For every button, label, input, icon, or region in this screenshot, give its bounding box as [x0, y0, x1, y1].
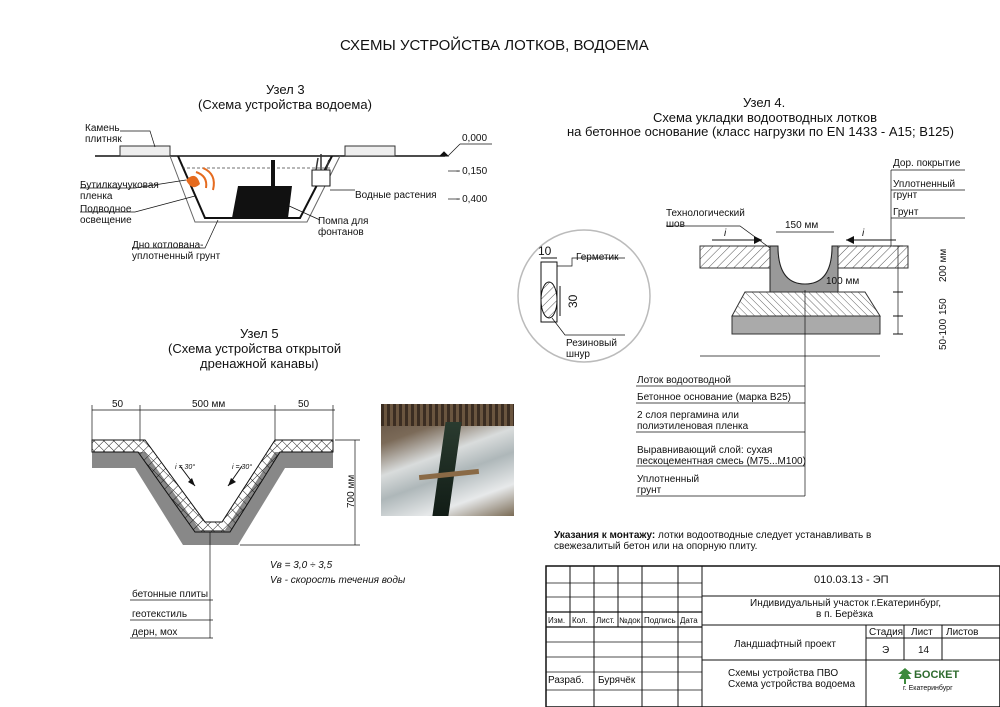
dim-150: 150 [938, 298, 949, 315]
label-tile: плитняк [85, 134, 122, 145]
label-compact1: Уплотненный [893, 179, 956, 190]
stage-header: Стадия [869, 627, 904, 638]
sheets-header: Листов [946, 627, 979, 638]
pond-diagram [80, 130, 492, 249]
legend-layers1: 2 слоя пергамина или [637, 410, 739, 421]
angle-right: i = 30° [232, 464, 253, 471]
slope-right: i [862, 228, 865, 239]
label-seam1: Технологический [666, 208, 745, 219]
install-notes-label: Указания к монтажу: [554, 530, 656, 541]
legend-level2: пескоцементная смесь (М75...М100) [637, 456, 806, 467]
dim-center: 500 мм [192, 399, 226, 410]
col-change: Изм. [548, 616, 566, 625]
col-doc: №док [619, 616, 641, 625]
legend-channel: Лоток водоотводной [637, 375, 731, 386]
detail-sealant: Герметик [576, 252, 619, 263]
col-date: Дата [680, 616, 698, 625]
legend-plates: бетонные плиты [132, 589, 209, 600]
detail-30: 30 [566, 294, 580, 308]
formula-velocity: Vв = 3,0 ÷ 3,5 [270, 560, 333, 571]
sheet-header: Лист [911, 627, 933, 638]
node4-subtitle1: Схема укладки водоотводных лотков [653, 110, 877, 125]
dim-100mm: 100 мм [826, 276, 860, 287]
label-soil: Грунт [893, 207, 919, 218]
stage-value: Э [882, 645, 890, 656]
channel-diagram [517, 169, 965, 497]
label-film1: Бутилкаучуковая [80, 180, 159, 191]
page-title: СХЕМЫ УСТРОЙСТВА ЛОТКОВ, ВОДОЕМА [340, 37, 649, 54]
legend-geotextile: геотекстиль [132, 609, 188, 620]
logo-city: г. Екатеринбург [903, 685, 953, 692]
doc-code: 010.03.13 - ЭП [814, 574, 889, 586]
drawing-name2: Схема устройства водоема [728, 679, 856, 690]
site-line1: Индивидуальный участок г.Екатеринбург, [750, 598, 942, 609]
label-plants: Водные растения [355, 190, 437, 201]
node3-title: Узел 3 [266, 82, 305, 97]
node4-subtitle2: на бетонное основание (класс нагрузки по… [567, 124, 954, 139]
detail-cord1: Резиновый [566, 338, 617, 349]
label-light2: освещение [80, 215, 132, 226]
node5-title: Узел 5 [240, 326, 279, 341]
detail-cord2: шнур [566, 349, 590, 360]
col-sign: Подпись [644, 616, 676, 625]
legend-soil1: Уплотненный [637, 474, 700, 485]
node4-title: Узел 4. [743, 95, 786, 110]
detail-10: 10 [538, 244, 552, 258]
dim-200mm: 200 мм [938, 248, 949, 282]
developer-label: Разраб. [548, 675, 585, 686]
label-light1: Подводное [80, 204, 132, 215]
node3-subtitle: (Схема устройства водоема) [198, 97, 372, 112]
angle-left: i = 30° [175, 464, 196, 471]
label-road: Дор. покрытие [893, 158, 961, 169]
slope-left: i [724, 228, 727, 239]
developer-name: Бурячёк [598, 675, 636, 686]
node5-subtitle1: (Схема устройства открытой [168, 341, 342, 356]
dim-50-100: 50-100 [938, 318, 949, 350]
legend-turf: дерн, мох [132, 627, 178, 638]
install-notes-text: лотки водоотводные следует устанавливать… [655, 530, 872, 541]
label-seam2: шов [666, 219, 685, 230]
formula-note: Vв - скорость течения воды [270, 575, 406, 586]
label-pump1: Помпа для [318, 216, 369, 227]
sheet-value: 14 [918, 645, 930, 656]
install-notes-2: свежезалитый бетон или на опорную плиту. [554, 541, 758, 552]
legend-level1: Выравнивающий слой: сухая [637, 445, 773, 456]
level-400: - 0,400 [456, 194, 488, 205]
label-bottom1: Дно котлована- [132, 240, 204, 251]
label-bottom2: уплотненный грунт [132, 251, 221, 262]
dim-depth: 700 мм [346, 474, 357, 508]
dim-left: 50 [112, 399, 124, 410]
logo-icon [898, 668, 912, 684]
logo-text: БОСКЕТ [914, 669, 960, 681]
label-pump2: фонтанов [318, 227, 364, 238]
col-sheet: Лист. [596, 616, 615, 625]
legend-soil2: грунт [637, 485, 662, 496]
level-150: - 0,150 [456, 166, 488, 177]
level-0: 0,000 [462, 133, 488, 144]
node5-subtitle2: дренажной канавы) [200, 356, 319, 371]
label-stone: Камень [85, 123, 120, 134]
legend-concrete: Бетонное основание (марка В25) [637, 392, 792, 403]
col-count: Кол. [572, 616, 588, 625]
dim-150mm: 150 мм [785, 220, 819, 231]
dim-right: 50 [298, 399, 310, 410]
legend-layers2: полиэтиленовая пленка [637, 421, 749, 432]
label-compact2: грунт [893, 190, 918, 201]
install-notes: Указания к монтажу: лотки водоотводные с… [554, 530, 871, 541]
project-name: Ландшафтный проект [734, 639, 836, 650]
drawing-name1: Схемы устройства ПВО [728, 668, 839, 679]
label-film2: пленка [80, 191, 113, 202]
site-line2: в п. Берёзка [816, 609, 874, 620]
title-block-frame [545, 565, 1000, 707]
ditch-photo [381, 404, 514, 516]
ditch-diagram [91, 405, 360, 639]
